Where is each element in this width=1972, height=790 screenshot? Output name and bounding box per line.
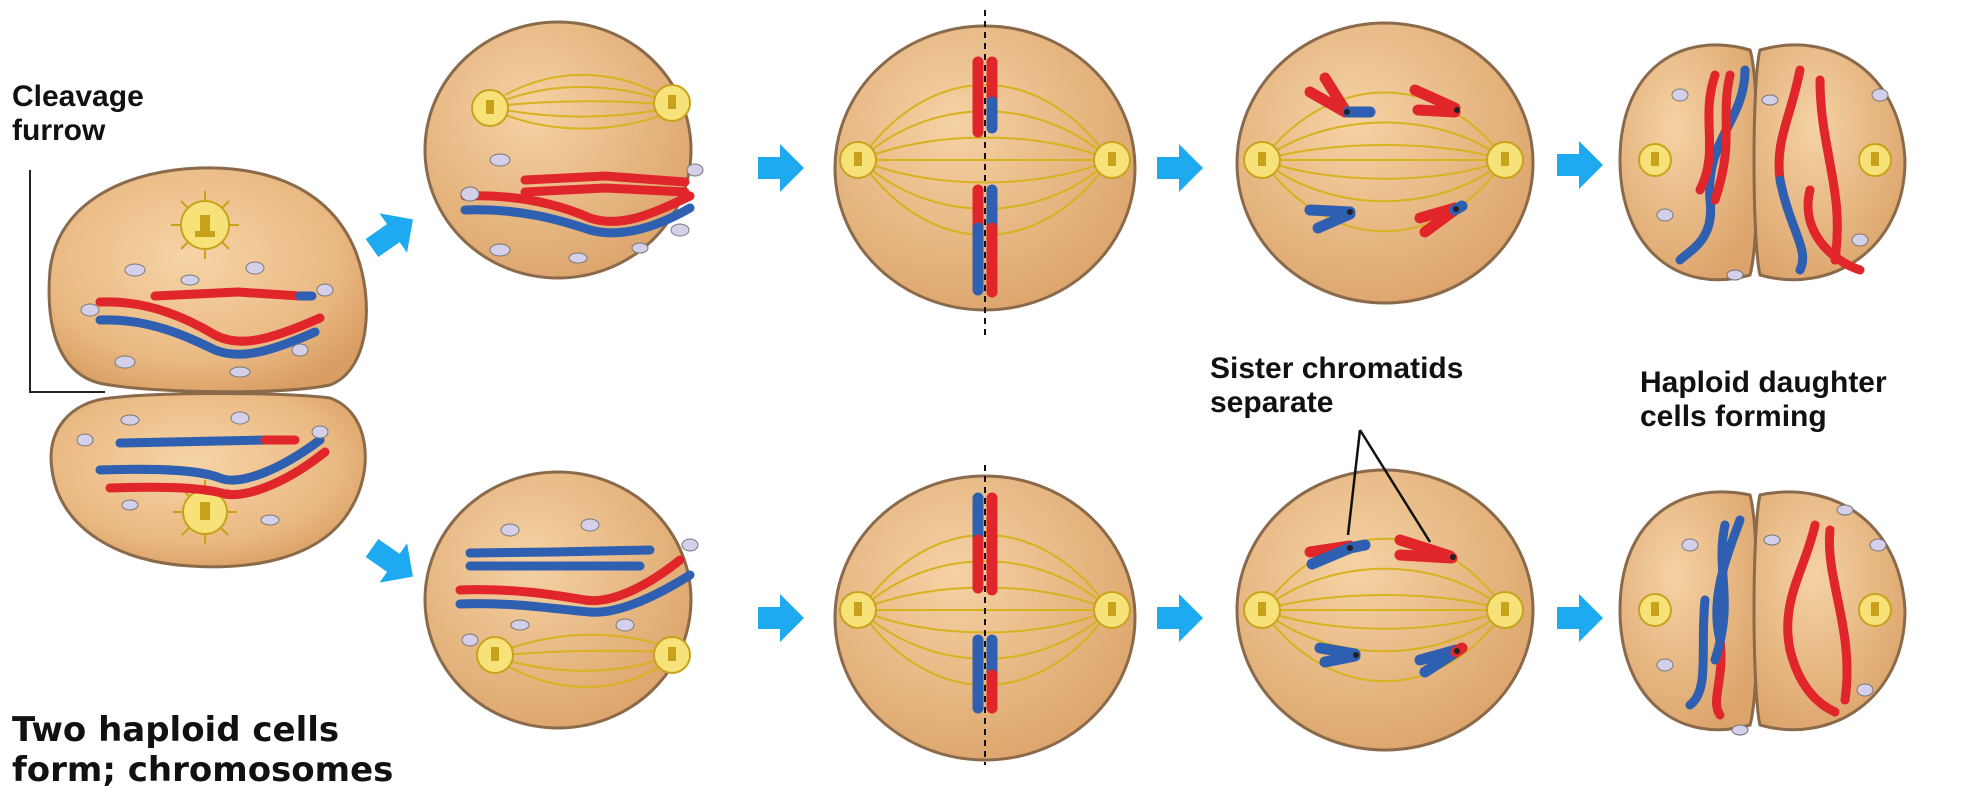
arrow-right-icon [1157, 594, 1203, 642]
cell-prophase-bottom [425, 472, 698, 728]
arrow-right-icon [1557, 594, 1603, 642]
centrosome-icon [1859, 594, 1891, 626]
centrosome-icon [654, 85, 690, 121]
cell-anaphase-bottom [1237, 470, 1533, 750]
cell-metaphase-top [835, 10, 1135, 340]
dividing-cell [30, 168, 366, 567]
arrow-right-icon [358, 528, 426, 596]
centrosome-icon [1859, 144, 1891, 176]
centrosome-icon [1487, 592, 1523, 628]
arrow-right-icon [358, 200, 426, 268]
arrow-right-icon [1557, 141, 1603, 189]
centrosome-icon [1639, 594, 1671, 626]
arrow-right-icon [758, 144, 804, 192]
two-haploid-cells-label: Two haploid cells form; chromosomes [12, 710, 393, 790]
cell-telophase-top [1620, 45, 1905, 280]
centrosome-icon [472, 90, 508, 126]
cell-metaphase-bottom [835, 465, 1135, 765]
cell-prophase-top [425, 22, 703, 278]
arrow-right-icon [1157, 144, 1203, 192]
centrosome-icon [840, 142, 876, 178]
centrosome-icon [1244, 142, 1280, 178]
centrosome-icon [1094, 592, 1130, 628]
cell-bottom-half [51, 394, 365, 567]
sister-chromatids-label: Sister chromatids separate [1210, 352, 1463, 420]
haploid-daughter-label: Haploid daughter cells forming [1640, 366, 1887, 434]
cell-telophase-bottom [1620, 492, 1905, 735]
centrosome-icon [1094, 142, 1130, 178]
centrosome-icon [654, 637, 690, 673]
centrosome-icon [1244, 592, 1280, 628]
centrosome-icon [477, 637, 513, 673]
arrow-right-icon [758, 594, 804, 642]
cleavage-furrow-label: Cleavage furrow [12, 80, 144, 148]
centrosome-icon [171, 191, 239, 259]
centrosome-icon [840, 592, 876, 628]
centrosome-icon [1639, 144, 1671, 176]
centrosome-icon [1487, 142, 1523, 178]
cell-anaphase-top [1237, 23, 1533, 303]
